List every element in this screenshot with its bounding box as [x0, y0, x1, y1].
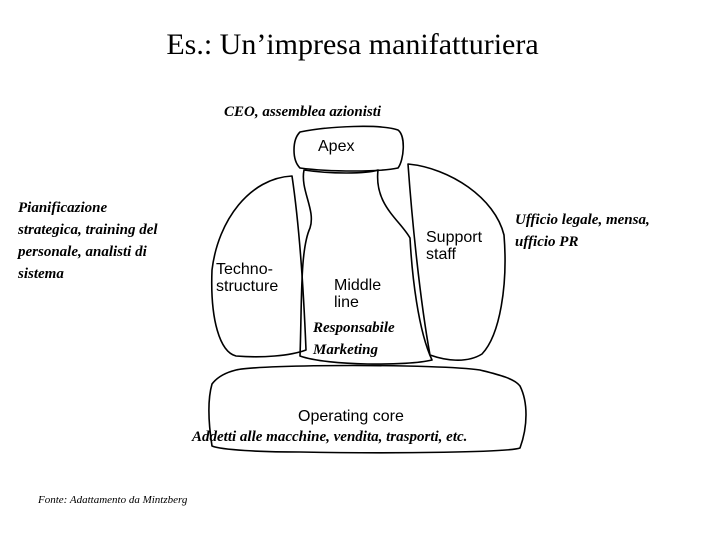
source-note: Fonte: Adattamento da Mintzberg — [38, 494, 188, 506]
middle-line-shape — [299, 169, 433, 365]
operating-core-shape — [208, 364, 527, 454]
apex-label: Apex — [318, 138, 355, 155]
ceo-annotation: CEO, assemblea azionisti — [224, 104, 382, 120]
operating-core-annotation: Addetti alle macchine, vendita, trasport… — [192, 429, 468, 445]
apex-shape — [293, 125, 405, 172]
support-staff-shape — [407, 163, 506, 361]
technostructure-annotation: Pianificazione strategica, training del … — [18, 200, 158, 282]
technostructure-label: Techno- structure — [216, 261, 279, 295]
operating-core-label: Operating core — [298, 408, 404, 425]
support-staff-annotation: Ufficio legale, mensa, ufficio PR — [515, 212, 650, 250]
middle-line-annotation: Responsabile Marketing — [313, 320, 395, 358]
slide-title: Es.: Un’impresa manifatturiera — [166, 28, 539, 61]
support-staff-label: Support staff — [426, 229, 483, 263]
middle-line-label: Middle line — [334, 277, 382, 311]
